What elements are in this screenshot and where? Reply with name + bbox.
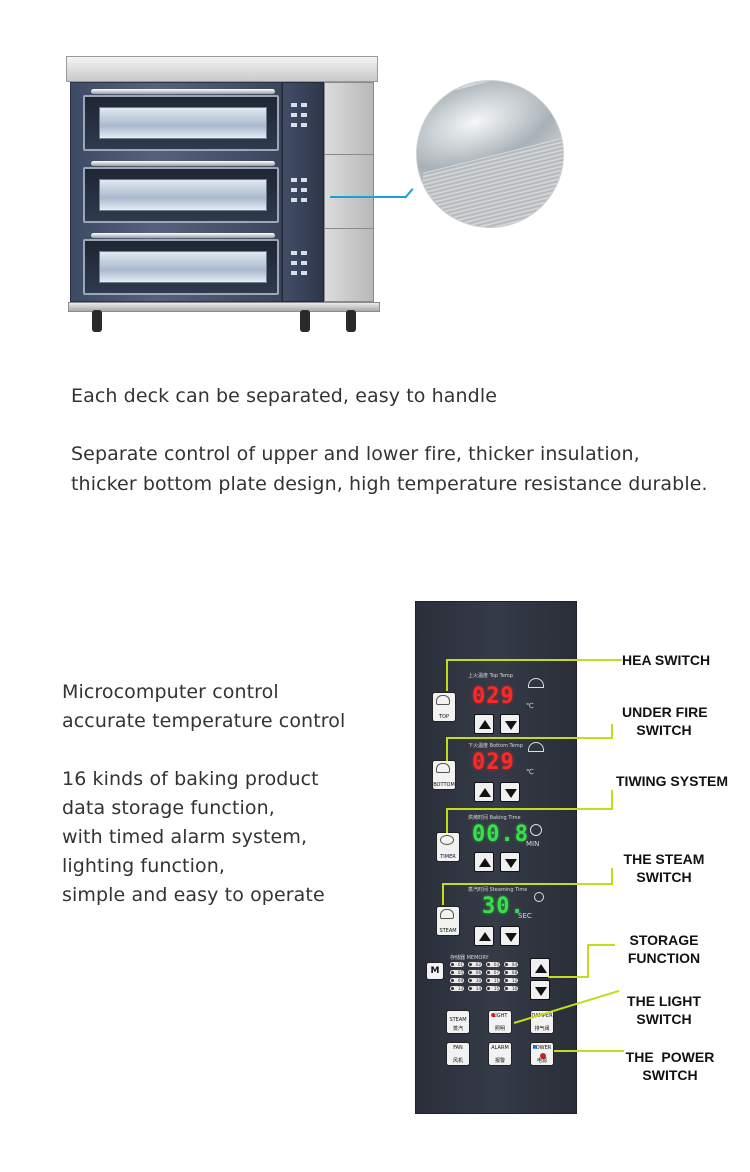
- memory-up-button[interactable]: [530, 958, 550, 978]
- memory-slot: 09: [450, 978, 464, 983]
- fan-button[interactable]: FAN 风机: [446, 1042, 470, 1066]
- steam-up-button[interactable]: [474, 926, 494, 946]
- insulation-sample-image: [416, 80, 564, 228]
- control-panel-image: 上火温度 Top Temp TOP 029 ℃ 下火温度 Bottom Temp…: [415, 601, 577, 1114]
- oven-top-cover: [66, 56, 378, 82]
- steam-display: 30.: [482, 894, 525, 919]
- bottom-temp-down-button[interactable]: [500, 782, 520, 802]
- memory-slot: 01: [450, 962, 464, 967]
- memory-down-button[interactable]: [530, 980, 550, 1000]
- memory-button[interactable]: M: [426, 962, 444, 980]
- memory-slot: 16: [504, 986, 518, 991]
- callout-timing-system: TIWING SYSTEM: [616, 773, 728, 789]
- power-button[interactable]: POWER 电源: [530, 1042, 554, 1066]
- deck-oven-image: [62, 52, 382, 342]
- bottom-temp-up-button[interactable]: [474, 782, 494, 802]
- feature-text-simple: simple and easy to operate: [62, 884, 325, 906]
- top-heat-icon: [528, 678, 544, 688]
- top-temp-display: 029: [472, 684, 515, 709]
- bottom-temp-display: 029: [472, 750, 515, 775]
- steam-down-button[interactable]: [500, 926, 520, 946]
- feature-text-alarm: with timed alarm system,: [62, 826, 308, 848]
- feature-text-deck: Each deck can be separated, easy to hand…: [71, 385, 497, 407]
- steam-icon: [534, 892, 544, 902]
- oven-wheel: [300, 310, 310, 332]
- oven-base: [68, 302, 380, 312]
- oven-front: [70, 82, 282, 302]
- feature-text-lighting: lighting function,: [62, 855, 225, 877]
- memory-slot: 11: [486, 978, 500, 983]
- oven-deck-2: [83, 161, 279, 223]
- memory-slot: 04: [504, 962, 518, 967]
- memory-slot: 13: [450, 986, 464, 991]
- feature-text-temp-control: accurate temperature control: [62, 710, 346, 732]
- top-fire-button[interactable]: TOP: [432, 692, 456, 722]
- memory-slot: 15: [486, 986, 500, 991]
- bottom-fire-button[interactable]: BOTTOM: [432, 760, 456, 790]
- top-temp-up-button[interactable]: [474, 714, 494, 734]
- steam-time-button[interactable]: STEAM: [436, 906, 460, 936]
- feature-text-storage: data storage function,: [62, 797, 275, 819]
- feature-text-microcomputer: Microcomputer control: [62, 681, 279, 703]
- timer-button[interactable]: TIMER: [436, 832, 460, 862]
- timer-down-button[interactable]: [500, 852, 520, 872]
- memory-slot: 07: [486, 970, 500, 975]
- light-switch-button[interactable]: LIGHT 照明: [488, 1010, 512, 1034]
- bottom-heat-icon: [528, 742, 544, 752]
- oven-wheel: [346, 310, 356, 332]
- top-temp-down-button[interactable]: [500, 714, 520, 734]
- oven-wheel: [92, 310, 102, 332]
- memory-slot: 06: [468, 970, 482, 975]
- clock-icon: [530, 824, 542, 836]
- memory-slot: 10: [468, 978, 482, 983]
- memory-slot: 03: [486, 962, 500, 967]
- oven-side-wall: [324, 82, 374, 302]
- insulation-pointer: [330, 196, 406, 198]
- insulation-pointer-tip: [404, 188, 414, 199]
- callout-hea-switch: HEA SWITCH: [622, 652, 711, 668]
- memory-slot: 05: [450, 970, 464, 975]
- steam-switch-button[interactable]: STEAM 蒸汽: [446, 1010, 470, 1034]
- feature-text-fire-control: Separate control of upper and lower fire…: [71, 443, 640, 465]
- feature-text-bottom-plate: thicker bottom plate design, high temper…: [71, 473, 708, 495]
- oven-deck-1: [83, 89, 279, 151]
- alarm-button[interactable]: ALARM 报警: [488, 1042, 512, 1066]
- timer-display: 00.8: [472, 822, 529, 847]
- memory-slot: 02: [468, 962, 482, 967]
- feature-text-16-kinds: 16 kinds of baking product: [62, 768, 319, 790]
- timer-up-button[interactable]: [474, 852, 494, 872]
- memory-slot: 14: [468, 986, 482, 991]
- oven-deck-3: [83, 233, 279, 295]
- memory-slot: 08: [504, 970, 518, 975]
- memory-slot: 12: [504, 978, 518, 983]
- oven-control-column: [282, 82, 324, 302]
